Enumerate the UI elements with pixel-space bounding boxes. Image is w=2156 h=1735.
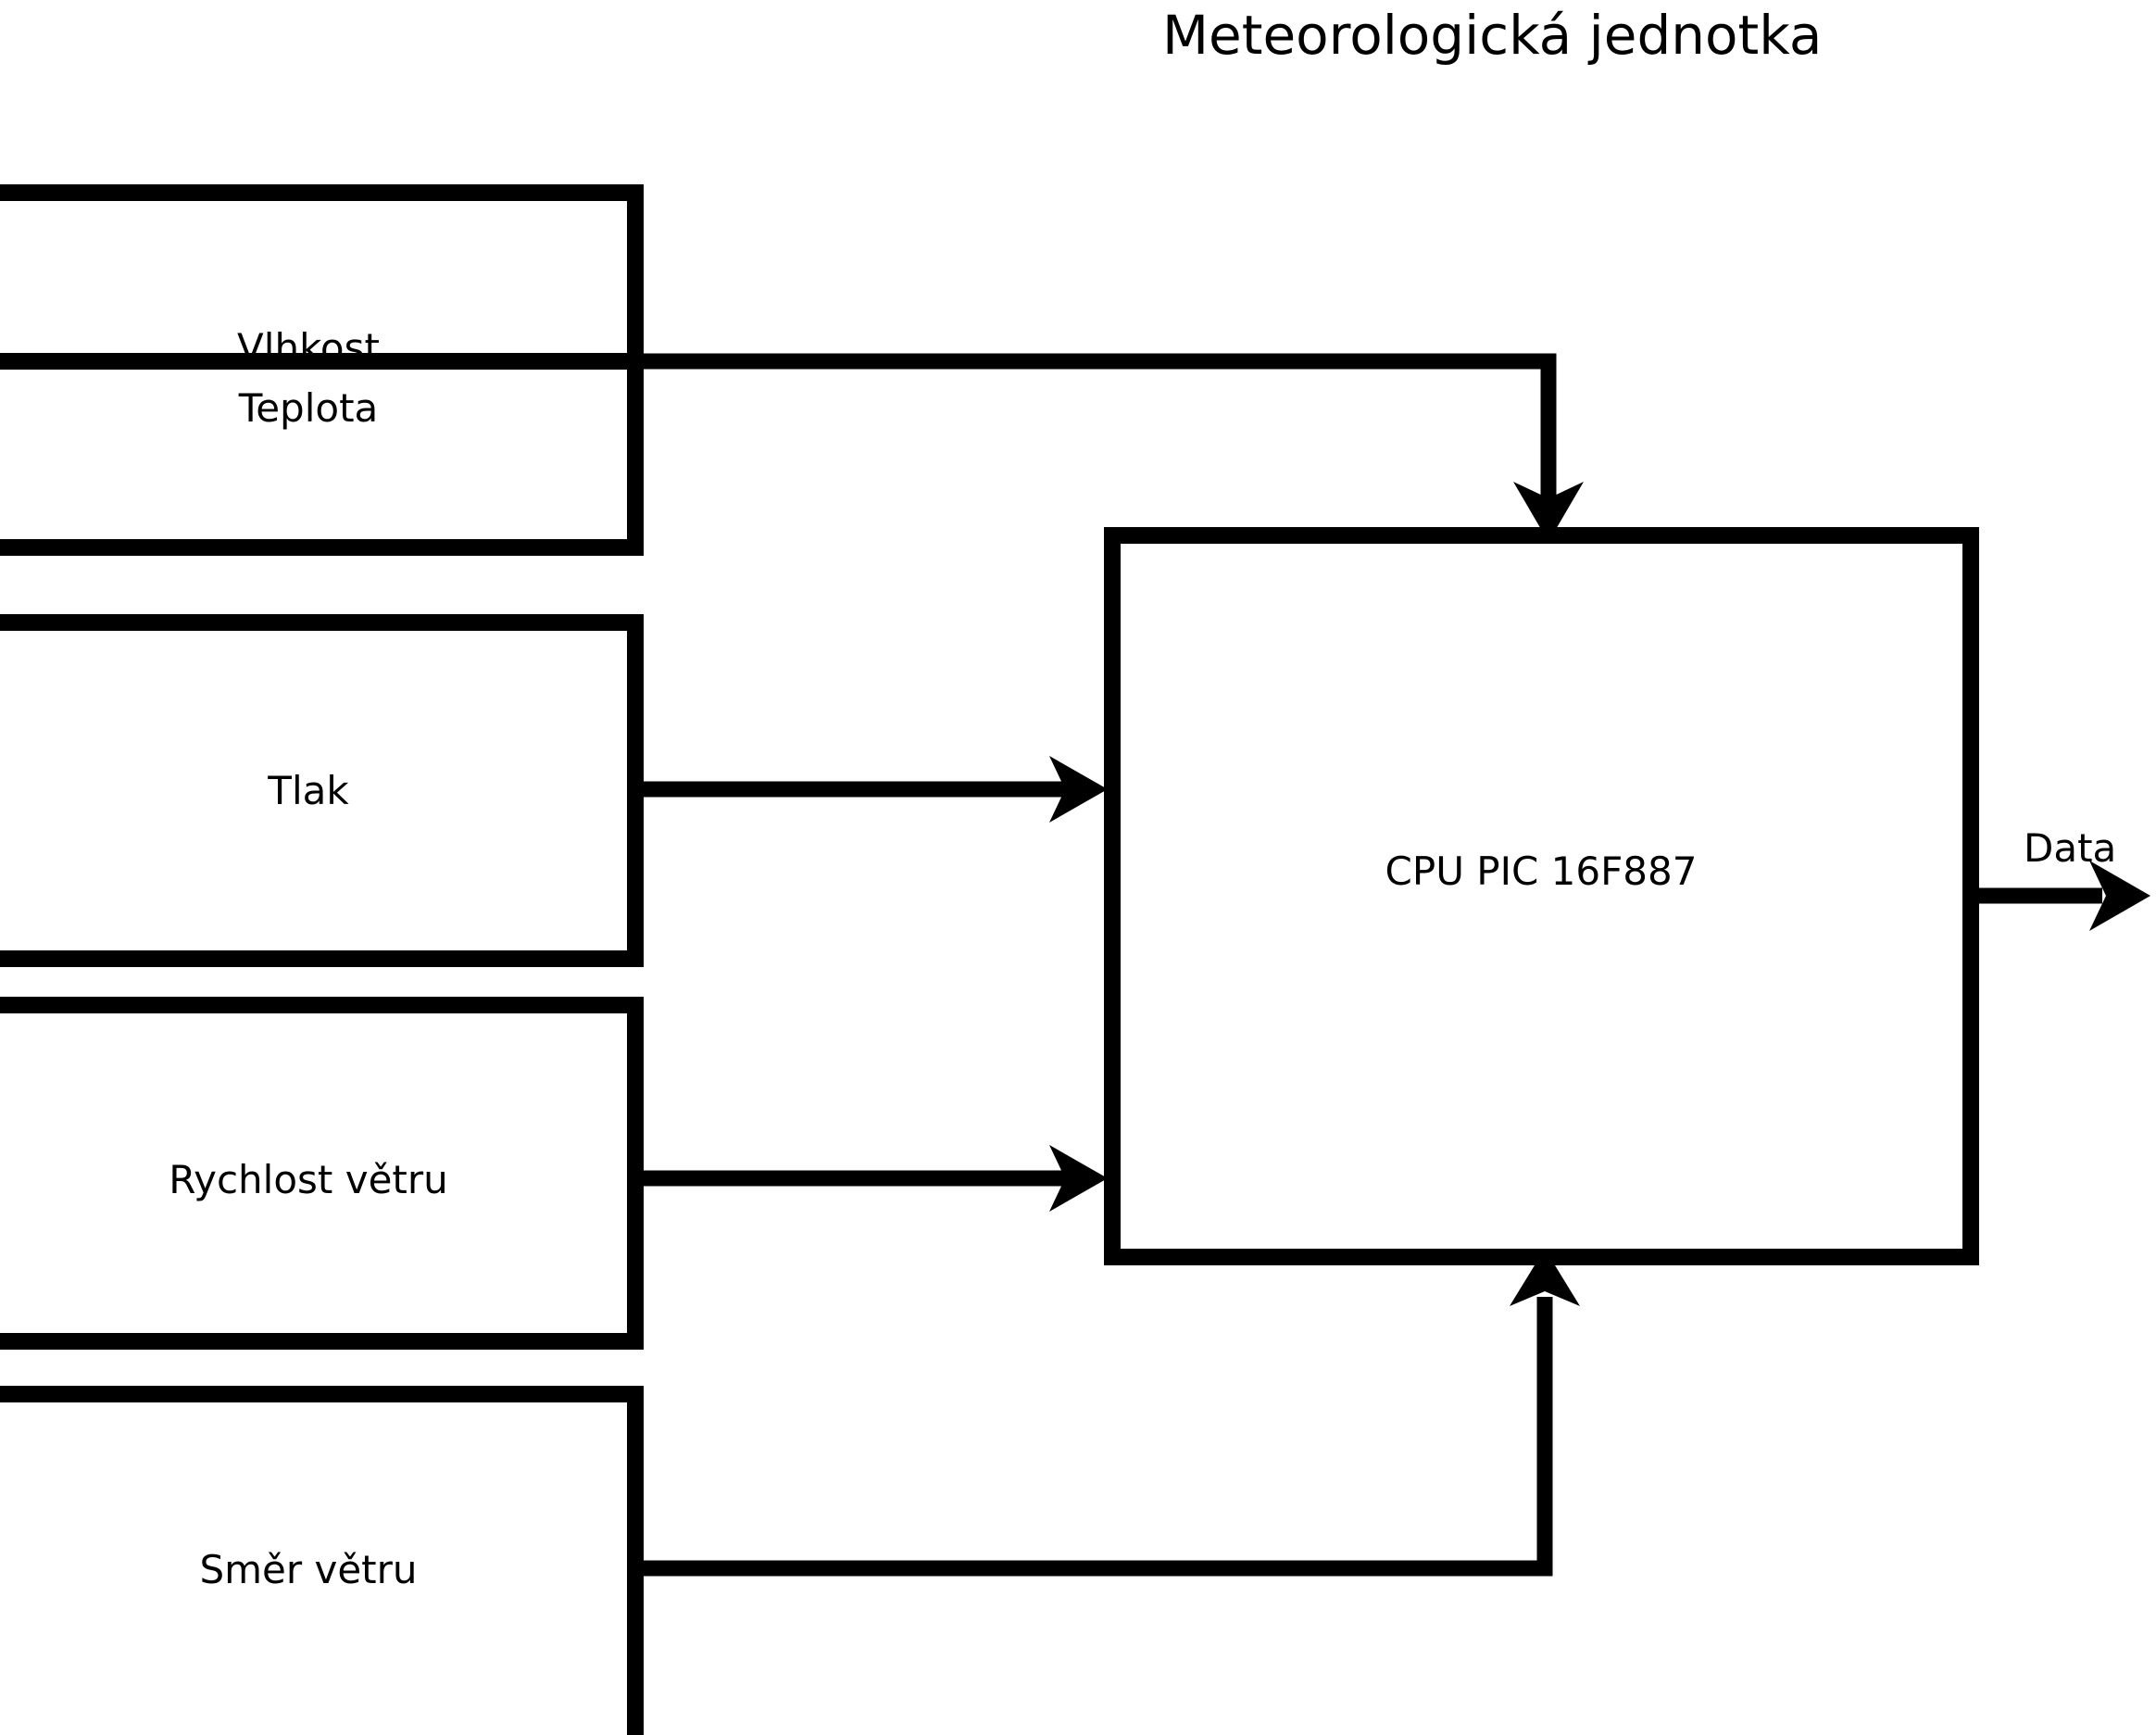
data-output-label: Data: [2024, 825, 2116, 871]
connector-wind-speed-to-cpu: [635, 1145, 1108, 1212]
arrowhead-up-icon: [1510, 1249, 1580, 1306]
connector-wind-direction-to-cpu: [635, 1249, 1580, 1577]
sensor-block-wind-direction[interactable]: Směr větru: [0, 1386, 644, 1735]
connector-cpu-to-data-output: [1971, 861, 2150, 931]
connector-humidity-to-cpu: [635, 353, 1584, 542]
block-outline: [0, 1386, 644, 1735]
arrowhead-right-icon: [1049, 756, 1108, 823]
sensor-block-humidity-temperature[interactable]: Vlhkost Teplota: [0, 184, 644, 556]
arrowhead-right-icon: [1049, 1145, 1108, 1212]
sensor-block-pressure[interactable]: Tlak: [0, 614, 644, 967]
sensor-block-label-line2: Teplota: [238, 385, 379, 431]
connector-pressure-to-cpu: [635, 756, 1108, 823]
block-outline: [0, 997, 644, 1350]
sensor-block-label-line1: Směr větru: [199, 1547, 417, 1592]
sensor-block-label-line1: Vlhkost: [237, 325, 380, 371]
block-outline: [1104, 527, 1979, 1265]
block-outline: [0, 614, 644, 967]
sensor-block-wind-speed[interactable]: Rychlost větru: [0, 997, 644, 1350]
sensor-block-label-line1: Tlak: [267, 768, 349, 813]
block-outline: [0, 184, 644, 556]
arrowhead-right-icon: [2089, 861, 2150, 931]
arrowhead-down-icon: [1513, 482, 1584, 542]
sensor-block-label-line1: Rychlost větru: [169, 1157, 448, 1202]
cpu-block-label: CPU PIC 16F887: [1385, 849, 1698, 894]
page-title: Meteorologická jednotka: [1162, 4, 1822, 67]
cpu-block[interactable]: CPU PIC 16F887: [1104, 527, 1979, 1265]
